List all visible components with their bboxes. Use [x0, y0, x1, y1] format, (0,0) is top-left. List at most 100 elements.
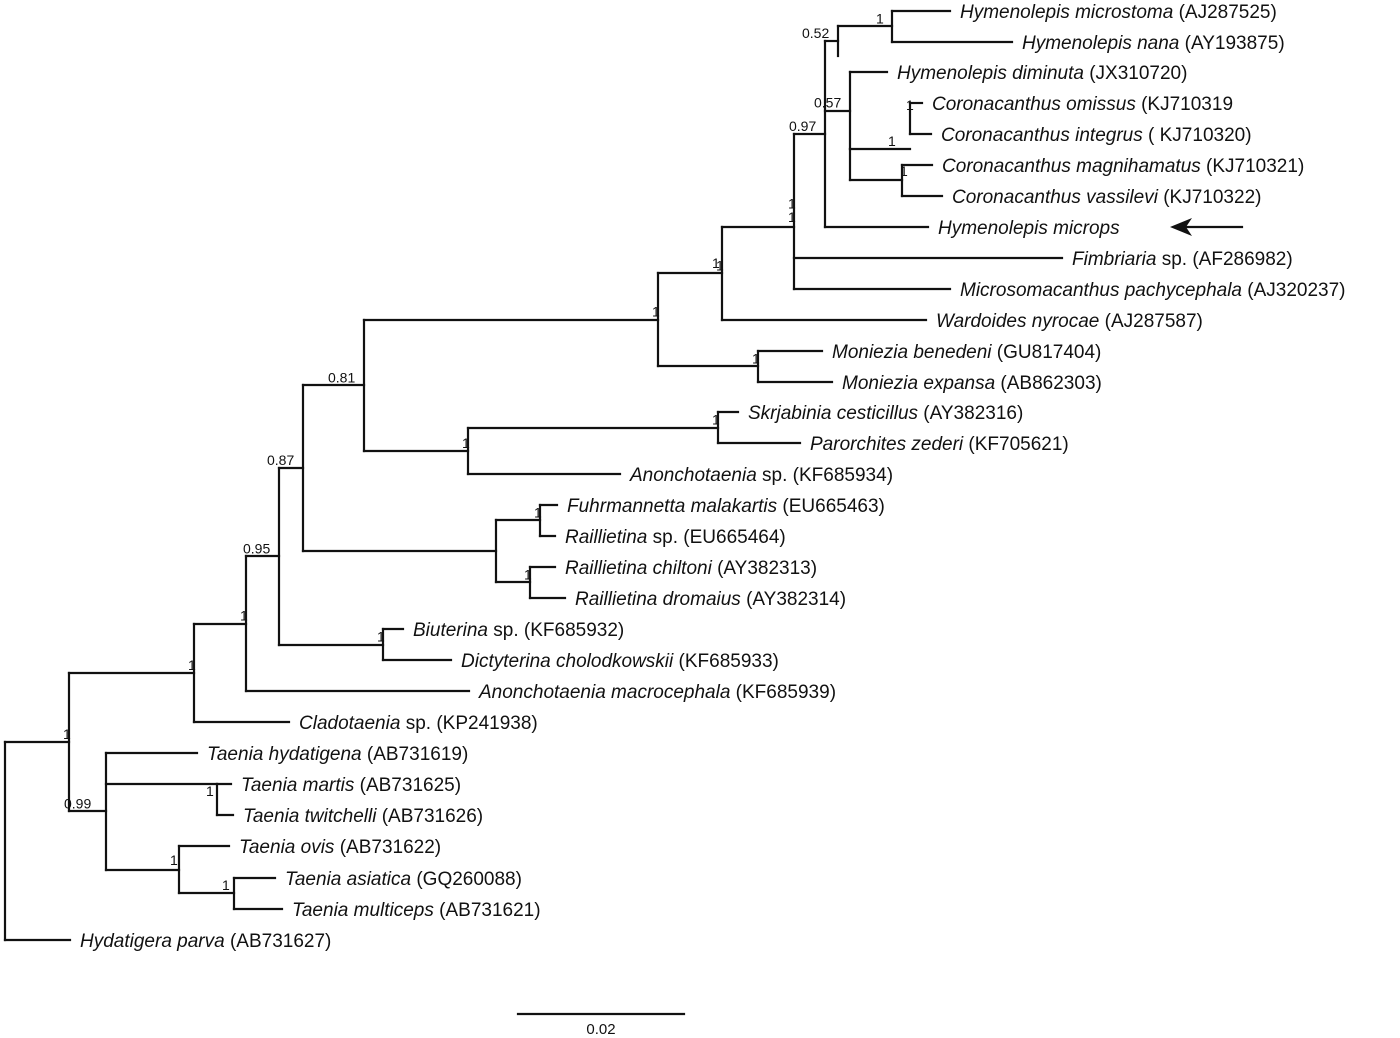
taxon-label-tasi: Taenia asiatica (GQ260088): [285, 869, 522, 890]
taxon-label-anon1: Anonchotaenia sp. (KF685934): [629, 465, 893, 486]
taxon-label-comi: Coronacanthus omissus (KJ710319: [932, 94, 1233, 115]
taxon-name: Hymenolepis diminuta: [897, 63, 1084, 84]
taxon-name: Wardoides nyrocae: [936, 311, 1099, 332]
taxon-name: Taenia twitchelli: [243, 806, 377, 827]
taxon-accession: (AJ320237): [1242, 280, 1346, 301]
taxon-name: Fimbriaria: [1072, 249, 1156, 270]
support-value: 1: [462, 435, 470, 451]
taxon-name: Microsomacanthus pachycephala: [960, 280, 1242, 301]
taxon-accession: (GU817404): [992, 342, 1102, 363]
taxon-name: Coronacanthus omissus: [932, 94, 1136, 115]
taxon-label-bsp: Biuterina sp. (KF685932): [413, 620, 624, 641]
taxon-label-tmar: Taenia martis (AB731625): [241, 775, 461, 796]
taxon-name: Anonchotaenia macrocephala: [478, 682, 730, 703]
taxon-accession: (GQ260088): [411, 869, 522, 890]
support-value: 1: [900, 163, 908, 179]
scale-bar: 0.02: [516, 1012, 686, 1038]
taxon-accession: sp. (KP241938): [400, 713, 537, 734]
taxon-label-ttwi: Taenia twitchelli (AB731626): [243, 806, 483, 827]
support-value: 1: [712, 255, 720, 271]
taxon-name: Hymenolepis nana: [1022, 33, 1179, 54]
taxon-name: Dictyterina cholodkowskii: [461, 651, 674, 672]
taxon-name: Hydatigera parva: [80, 931, 225, 952]
taxon-name: Fuhrmannetta malakartis: [567, 496, 778, 517]
support-value: 1: [788, 196, 796, 212]
taxon-name: Anonchotaenia: [629, 465, 757, 486]
support-value: 1: [712, 412, 720, 428]
taxon-accession: (KJ710321): [1201, 156, 1305, 177]
taxon-accession: (KJ710319: [1136, 94, 1233, 115]
taxon-accession: (KF685939): [730, 682, 836, 703]
taxon-label-hpar: Hydatigera parva (AB731627): [80, 931, 331, 952]
taxon-label-rdro: Raillietina dromaius (AY382314): [575, 589, 846, 610]
support-value: 0.57: [814, 95, 841, 111]
support-value: 0.95: [243, 541, 270, 557]
support-value: 1: [652, 304, 660, 320]
taxon-accession: (AB731619): [362, 744, 469, 765]
taxon-label-mpac: Microsomacanthus pachycephala (AJ320237): [960, 280, 1346, 301]
taxon-name: Skrjabinia cesticillus: [748, 403, 919, 424]
support-value: 1: [788, 209, 796, 225]
taxon-label-mexp: Moniezia expansa (AB862303): [842, 373, 1102, 394]
taxon-accession: (JX310720): [1084, 63, 1188, 84]
taxon-name: Raillietina: [565, 527, 647, 548]
support-value: 1: [63, 726, 71, 742]
taxon-label-cint: Coronacanthus integrus ( KJ710320): [941, 125, 1252, 146]
support-value: 1: [752, 351, 760, 367]
taxon-label-hnan: Hymenolepis nana (AY193875): [1022, 33, 1285, 54]
support-value: 1: [222, 877, 230, 893]
taxon-accession: (AY382313): [712, 558, 817, 579]
taxon-accession: (KJ710322): [1158, 187, 1262, 208]
taxon-accession: (AB731625): [354, 775, 461, 796]
taxon-name: Raillietina chiltoni: [565, 558, 713, 579]
taxon-name: Hymenolepis microstoma: [960, 2, 1173, 23]
support-value: 0.52: [802, 25, 829, 41]
support-value: 1: [876, 11, 884, 27]
taxon-accession: (AY382314): [741, 589, 846, 610]
taxon-accession: (KF685933): [673, 651, 779, 672]
taxon-name: Hymenolepis microps: [938, 218, 1120, 239]
taxon-label-wnyr: Wardoides nyrocae (AJ287587): [936, 311, 1203, 332]
taxon-name: Coronacanthus magnihamatus: [942, 156, 1201, 177]
support-value: 1: [888, 133, 896, 149]
taxon-label-amac: Anonchotaenia macrocephala (KF685939): [478, 682, 836, 703]
taxon-name: Taenia asiatica: [285, 869, 411, 890]
taxon-accession: (AJ287525): [1173, 2, 1277, 23]
tree-branches: [3, 9, 1064, 942]
support-values: 10.520.570.971111110.81110.8710.95110.99…: [63, 11, 914, 894]
support-value: 1: [206, 783, 214, 799]
taxon-name: Taenia multiceps: [292, 900, 434, 921]
taxon-label-thyd: Taenia hydatigena (AB731619): [207, 744, 468, 765]
taxon-accession: sp. (KF685932): [488, 620, 624, 641]
taxon-accession: (EU665463): [777, 496, 885, 517]
taxon-name: Taenia hydatigena: [207, 744, 362, 765]
taxon-accession: (AY193875): [1179, 33, 1284, 54]
taxon-label-mben: Moniezia benedeni (GU817404): [832, 342, 1101, 363]
taxon-accession: (AB731621): [434, 900, 541, 921]
taxon-label-dcho: Dictyterina cholodkowskii (KF685933): [461, 651, 779, 672]
support-value: 0.81: [328, 370, 355, 386]
taxon-label-hmicrops: Hymenolepis microps: [938, 218, 1120, 239]
taxon-accession: (AB731622): [334, 837, 441, 858]
taxon-accession: (AB731627): [225, 931, 332, 952]
taxon-accession: (KF705621): [963, 434, 1069, 455]
taxon-labels: Hymenolepis microstoma (AJ287525) Hymenol…: [80, 2, 1346, 952]
taxon-name: Coronacanthus vassilevi: [952, 187, 1159, 208]
taxon-label-tovi: Taenia ovis (AB731622): [239, 837, 441, 858]
taxon-label-tmul: Taenia multiceps (AB731621): [292, 900, 541, 921]
support-value: 0.97: [789, 118, 816, 134]
taxon-name: Taenia ovis: [239, 837, 335, 858]
support-value: 1: [716, 258, 724, 274]
taxon-accession: (AJ287587): [1099, 311, 1203, 332]
support-value: 1: [377, 629, 385, 645]
support-value: 1: [534, 505, 542, 521]
taxon-label-fimb: Fimbriaria sp. (AF286982): [1072, 249, 1293, 270]
support-value: 1: [188, 657, 196, 673]
taxon-name: Moniezia expansa: [842, 373, 995, 394]
taxon-label-csp: Cladotaenia sp. (KP241938): [299, 713, 538, 734]
taxon-label-fmal: Fuhrmannetta malakartis (EU665463): [567, 496, 885, 517]
taxon-accession: (AB862303): [995, 373, 1102, 394]
taxon-label-sces: Skrjabinia cesticillus (AY382316): [748, 403, 1023, 424]
arrow-head: [1170, 218, 1192, 236]
taxon-accession: sp. (KF685934): [757, 465, 893, 486]
